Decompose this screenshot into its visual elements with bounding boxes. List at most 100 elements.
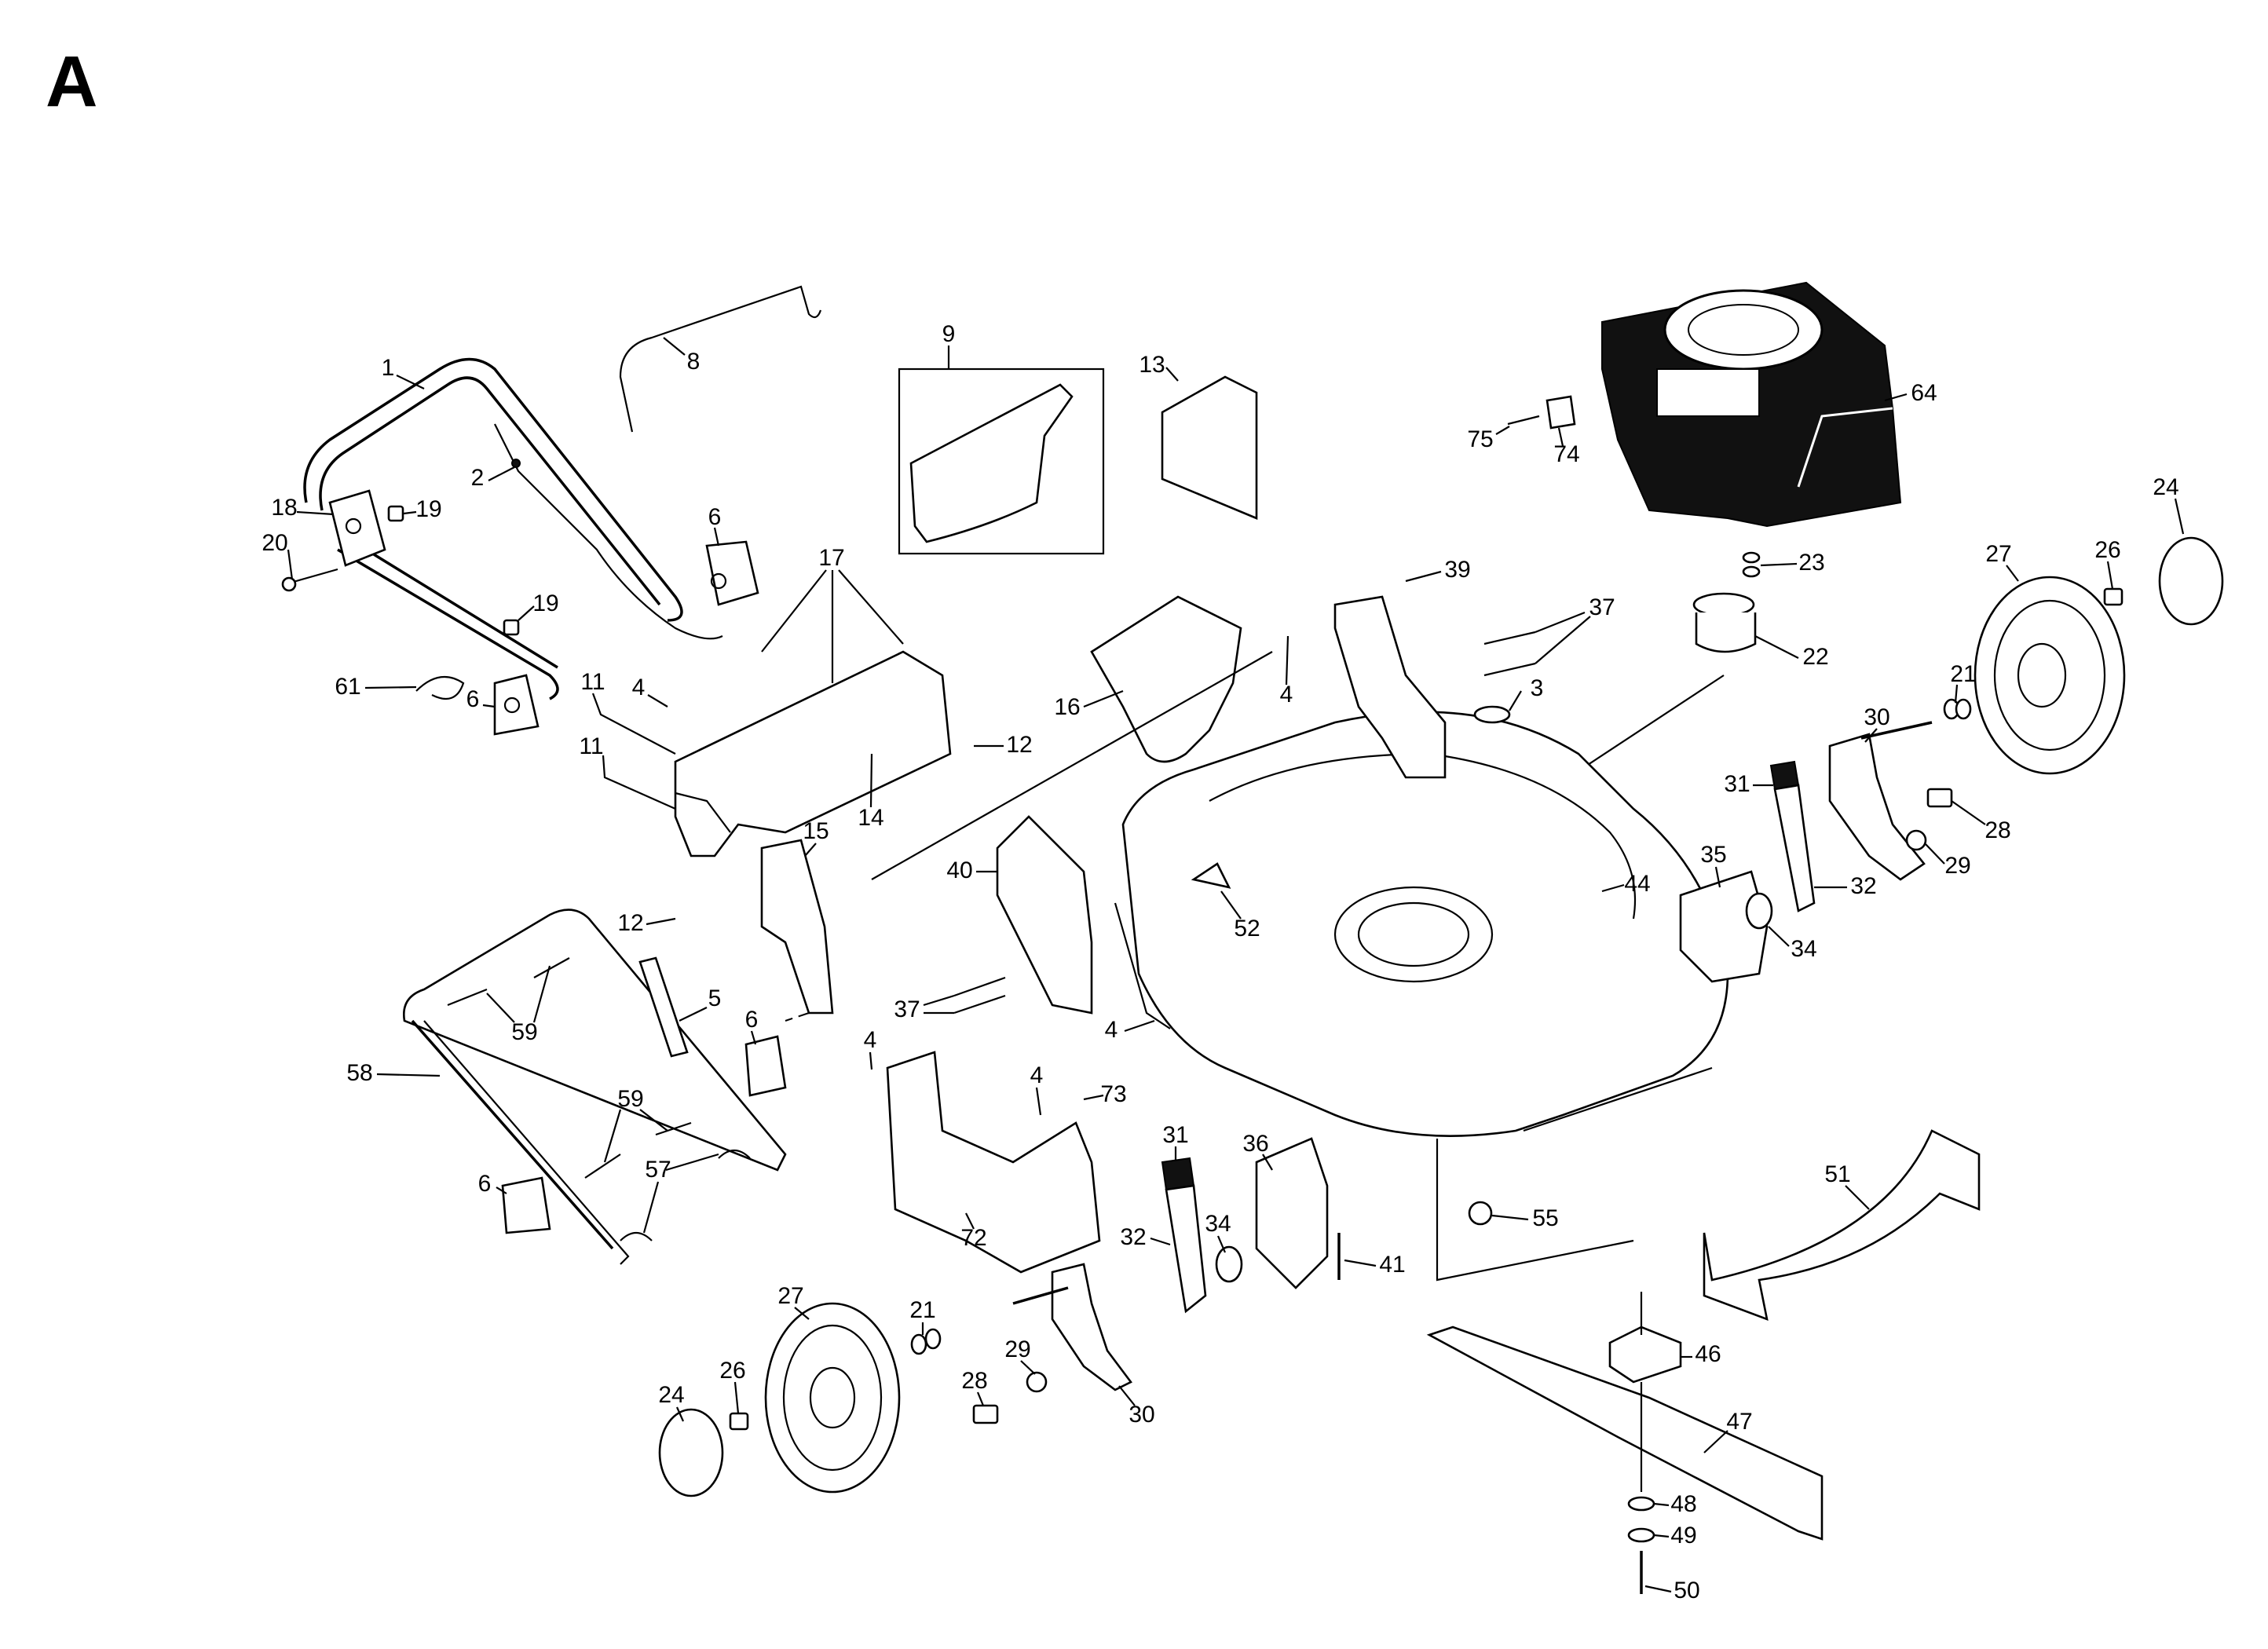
panel-72 bbox=[886, 1051, 1101, 1274]
callout-31a: 31 bbox=[1724, 771, 1750, 797]
callout-72: 72 bbox=[960, 1225, 986, 1251]
callout-47: 47 bbox=[1726, 1409, 1752, 1435]
callout-28b: 28 bbox=[961, 1368, 987, 1394]
callout-18: 18 bbox=[271, 495, 297, 521]
callout-9: 9 bbox=[942, 321, 956, 347]
dash-15 bbox=[785, 1012, 810, 1022]
callout-27b: 27 bbox=[777, 1283, 803, 1309]
callout-27a: 27 bbox=[1985, 541, 2011, 567]
lower-handle-58 bbox=[402, 909, 787, 1265]
nut-55 bbox=[1468, 1201, 1493, 1226]
callout-58: 58 bbox=[346, 1060, 372, 1086]
handle-bracket-18 bbox=[328, 489, 386, 567]
nut-19b bbox=[503, 619, 520, 636]
callout-6b: 6 bbox=[466, 686, 480, 712]
axle-bracket-30a bbox=[1828, 721, 1933, 881]
washer-29a bbox=[1905, 829, 1927, 851]
adapter-22 bbox=[1692, 592, 1757, 653]
bracket-74 bbox=[1546, 395, 1576, 430]
callout-20: 20 bbox=[262, 530, 287, 556]
hubcap-24a bbox=[2158, 536, 2224, 626]
callout-11a: 11 bbox=[580, 669, 605, 695]
panel-15 bbox=[760, 839, 834, 1015]
callout-15: 15 bbox=[803, 818, 829, 844]
pin-5 bbox=[638, 956, 689, 1058]
callout-34b: 34 bbox=[1205, 1211, 1231, 1237]
callout-55: 55 bbox=[1532, 1205, 1558, 1231]
callout-41: 41 bbox=[1379, 1252, 1405, 1278]
callout-12b: 12 bbox=[617, 910, 643, 936]
wheel-27b bbox=[764, 1302, 901, 1494]
plug-3 bbox=[1473, 705, 1511, 724]
nut-19a bbox=[387, 505, 404, 522]
callout-11b: 11 bbox=[579, 733, 603, 759]
keys-23 bbox=[1742, 551, 1761, 578]
screw-75 bbox=[1507, 415, 1540, 426]
bracket-39 bbox=[1333, 595, 1447, 779]
knob-6d bbox=[501, 1176, 551, 1234]
screws-37a bbox=[1483, 631, 1536, 677]
callout-37b: 37 bbox=[894, 996, 920, 1022]
callout-13: 13 bbox=[1139, 352, 1165, 378]
callout-6d: 6 bbox=[478, 1171, 492, 1197]
wheel-34a bbox=[1745, 892, 1773, 930]
knob-6a bbox=[705, 540, 759, 606]
bracket-40 bbox=[996, 815, 1093, 1015]
axle-bracket-30b bbox=[1012, 1263, 1132, 1391]
blade-47 bbox=[1426, 1325, 1824, 1541]
callout-4b: 4 bbox=[1280, 682, 1293, 707]
wheel-34b bbox=[1215, 1245, 1243, 1283]
wheel-27a bbox=[1974, 576, 2126, 775]
callout-17: 17 bbox=[818, 545, 844, 571]
callout-32a: 32 bbox=[1850, 873, 1876, 899]
callout-2: 2 bbox=[471, 465, 485, 491]
callout-75: 75 bbox=[1467, 426, 1493, 452]
cable-2 bbox=[494, 423, 723, 640]
callout-29a: 29 bbox=[1944, 853, 1970, 879]
carriage-bolts-59a bbox=[447, 957, 570, 1007]
deck-44 bbox=[1114, 711, 1729, 1137]
clip-61 bbox=[415, 675, 465, 700]
panel-14 bbox=[674, 650, 952, 857]
callout-28a: 28 bbox=[1985, 817, 2010, 843]
callout-1: 1 bbox=[382, 355, 395, 381]
callout-21b: 21 bbox=[909, 1297, 935, 1323]
plug-52 bbox=[1191, 862, 1231, 889]
callout-labels: 1 2 8 9 13 64 75 74 24 18 19 20 6 17 19 … bbox=[262, 321, 2178, 1603]
callout-26b: 26 bbox=[719, 1358, 745, 1384]
washer-48 bbox=[1627, 1496, 1655, 1512]
callout-4e: 4 bbox=[1030, 1062, 1044, 1088]
callout-24b: 24 bbox=[658, 1382, 684, 1408]
knob-6c bbox=[744, 1035, 787, 1097]
callout-3: 3 bbox=[1531, 675, 1544, 701]
callout-30b: 30 bbox=[1129, 1402, 1154, 1428]
callout-29b: 29 bbox=[1004, 1336, 1030, 1362]
callout-44: 44 bbox=[1624, 871, 1650, 897]
clips-57 bbox=[620, 1149, 751, 1241]
callout-50: 50 bbox=[1674, 1578, 1699, 1603]
lever-31b bbox=[1161, 1157, 1207, 1314]
callout-24a: 24 bbox=[2153, 474, 2178, 500]
callout-46: 46 bbox=[1695, 1341, 1721, 1367]
deflector-51 bbox=[1703, 1129, 1981, 1322]
callout-52: 52 bbox=[1234, 916, 1260, 942]
callout-61: 61 bbox=[335, 674, 360, 700]
callout-48: 48 bbox=[1670, 1491, 1696, 1517]
callout-59b: 59 bbox=[617, 1086, 643, 1112]
callout-32b: 32 bbox=[1120, 1224, 1146, 1250]
callout-64: 64 bbox=[1911, 380, 1937, 406]
callout-6a: 6 bbox=[708, 504, 722, 530]
washers-21a bbox=[1943, 698, 1972, 720]
bolt-28a bbox=[1926, 788, 1953, 808]
leader-55 bbox=[1436, 1139, 1634, 1282]
callout-39: 39 bbox=[1444, 557, 1470, 583]
bolt-28b bbox=[972, 1404, 999, 1424]
nut-26b bbox=[729, 1412, 749, 1431]
callout-40: 40 bbox=[946, 857, 972, 883]
lever-31a bbox=[1769, 760, 1816, 912]
section-letter: A bbox=[46, 42, 98, 122]
callout-21a: 21 bbox=[1950, 661, 1976, 687]
callout-35: 35 bbox=[1700, 842, 1726, 868]
engine-64 bbox=[1601, 281, 1902, 528]
upper-handle bbox=[303, 357, 683, 700]
